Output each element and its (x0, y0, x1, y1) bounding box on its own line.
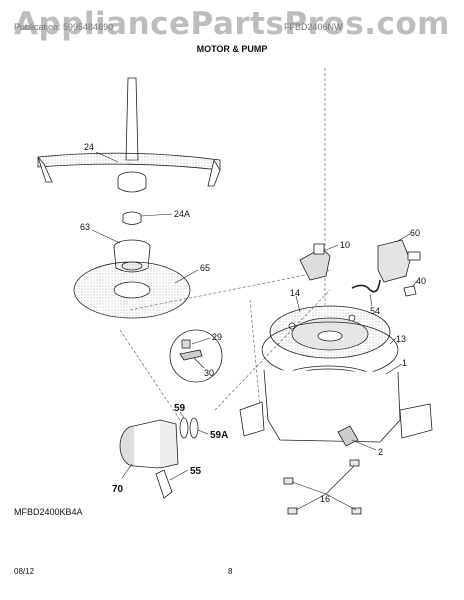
callout-13: 13 (396, 334, 406, 344)
detail-inset (169, 329, 223, 383)
motor-bracket (155, 469, 173, 499)
callout-30: 30 (204, 368, 214, 378)
footer-date: 08/12 (14, 567, 35, 576)
inlet-valve (377, 239, 421, 283)
callout-29: 29 (212, 332, 222, 342)
section-title: MOTOR & PUMP (196, 44, 268, 54)
callout-70: 70 (112, 484, 124, 495)
diagram-code: MFBD2400KB4A (14, 507, 83, 517)
callout-24a: 24A (174, 209, 190, 219)
callout-59: 59 (174, 403, 186, 414)
valve-clip (403, 285, 417, 297)
callout-10: 10 (340, 240, 350, 250)
callout-40: 40 (416, 276, 426, 286)
sump-housing (239, 369, 433, 443)
callout-60: 60 (410, 228, 420, 238)
spray-arm-nut (122, 211, 142, 225)
watermark: AppliancePartsPros.com (14, 6, 450, 42)
leader-lines (91, 151, 419, 511)
sump-sensor (337, 425, 359, 447)
footer-page-number: 8 (228, 567, 233, 576)
callout-1: 1 (402, 358, 407, 368)
callout-16: 16 (320, 494, 330, 504)
pump-o-rings (179, 417, 199, 439)
pump-motor (119, 419, 179, 469)
callout-63: 63 (80, 222, 90, 232)
callout-54: 54 (370, 306, 380, 316)
upper-spray-arm (37, 77, 221, 193)
callout-55: 55 (190, 466, 202, 477)
callout-2: 2 (378, 447, 383, 457)
callout-24: 24 (84, 142, 94, 152)
callout-14: 14 (290, 288, 300, 298)
model-number: FFBD2406NW (284, 22, 343, 32)
fill-hose (351, 279, 381, 293)
sump-cover (269, 305, 391, 359)
callout-65: 65 (200, 263, 210, 273)
filter-screen (73, 261, 191, 319)
motor-mount-feet (283, 459, 362, 515)
publication-number: Publication: 5995484690 (14, 22, 114, 32)
callout-59a: 59A (210, 430, 228, 441)
water-valve (299, 243, 331, 281)
